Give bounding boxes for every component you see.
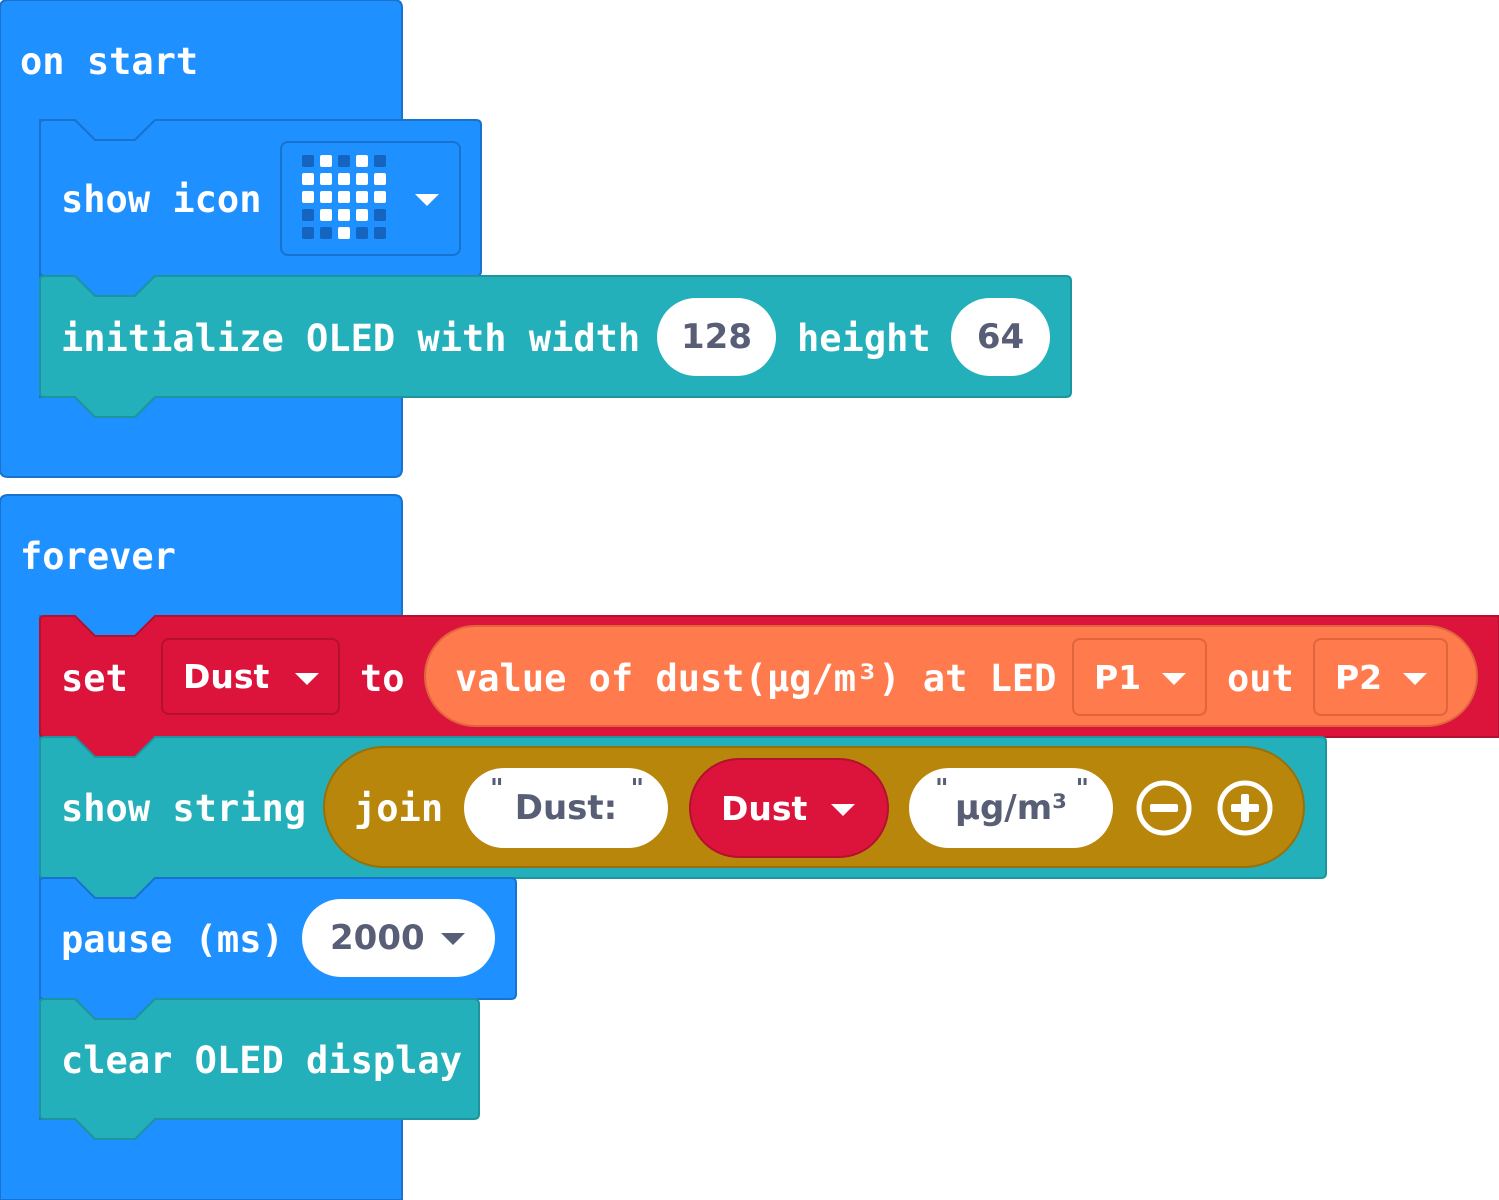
forever-label: forever bbox=[20, 535, 176, 578]
led-cell[interactable] bbox=[302, 227, 314, 239]
init-oled-height-label: height bbox=[797, 317, 931, 360]
led-cell[interactable] bbox=[356, 173, 368, 185]
join-item-1-input[interactable]: " Dust: " bbox=[464, 768, 668, 848]
join-variable-value: Dust bbox=[721, 788, 808, 828]
led-cell[interactable] bbox=[356, 227, 368, 239]
led-cell[interactable] bbox=[320, 173, 332, 185]
clear-oled-block-shape[interactable] bbox=[39, 998, 480, 1140]
join-item-3-value: μg/m³ bbox=[954, 788, 1068, 828]
quote-open-icon: " bbox=[935, 774, 949, 804]
chevron-down-icon bbox=[1162, 673, 1186, 685]
forever-hat-shape[interactable] bbox=[0, 494, 403, 1200]
join-variable-reporter[interactable]: Dust bbox=[689, 758, 889, 858]
led-cell[interactable] bbox=[320, 227, 332, 239]
led-cell[interactable] bbox=[302, 173, 314, 185]
clear-oled-label: clear OLED display bbox=[61, 1039, 462, 1082]
quote-open-icon: " bbox=[490, 774, 504, 804]
led-cell[interactable] bbox=[302, 209, 314, 221]
led-cell[interactable] bbox=[356, 209, 368, 221]
led-cell[interactable] bbox=[320, 155, 332, 167]
out-pin-value: P2 bbox=[1335, 657, 1383, 697]
led-cell[interactable] bbox=[374, 155, 386, 167]
led-cell[interactable] bbox=[320, 191, 332, 203]
chevron-down-icon bbox=[441, 933, 465, 945]
remove-item-icon[interactable] bbox=[1136, 780, 1192, 836]
chevron-down-icon bbox=[831, 804, 855, 816]
out-label: out bbox=[1227, 657, 1294, 700]
led-cell[interactable] bbox=[338, 209, 350, 221]
led-cell[interactable] bbox=[338, 191, 350, 203]
oled-height-input[interactable]: 64 bbox=[951, 298, 1050, 376]
join-item-1-value: Dust: bbox=[514, 788, 618, 828]
pause-duration-value: 2000 bbox=[330, 918, 425, 958]
led-cell[interactable] bbox=[338, 227, 350, 239]
init-oled-label: initialize OLED with width bbox=[61, 317, 641, 360]
led-cell[interactable] bbox=[302, 155, 314, 167]
set-label: set bbox=[61, 657, 128, 700]
led-pin-value: P1 bbox=[1094, 657, 1142, 697]
variable-dropdown[interactable]: Dust bbox=[161, 638, 340, 715]
pause-duration-dropdown[interactable]: 2000 bbox=[302, 899, 495, 977]
icon-picker-dropdown[interactable] bbox=[280, 141, 461, 256]
chevron-down-icon bbox=[1403, 673, 1427, 685]
led-cell[interactable] bbox=[338, 173, 350, 185]
add-item-icon[interactable] bbox=[1217, 780, 1273, 836]
dust-reporter-shape[interactable] bbox=[424, 625, 1478, 727]
quote-close-icon: " bbox=[630, 774, 644, 804]
init-oled-block-shape[interactable] bbox=[39, 275, 1072, 418]
led-cell[interactable] bbox=[374, 209, 386, 221]
chevron-down-icon bbox=[295, 673, 319, 685]
quote-close-icon: " bbox=[1075, 774, 1089, 804]
join-label: join bbox=[354, 787, 444, 830]
show-icon-label: show icon bbox=[61, 178, 262, 221]
led-cell[interactable] bbox=[356, 191, 368, 203]
show-string-label: show string bbox=[61, 787, 307, 830]
led-cell[interactable] bbox=[302, 191, 314, 203]
led-pin-dropdown[interactable]: P1 bbox=[1072, 638, 1207, 716]
to-label: to bbox=[360, 657, 405, 700]
on-start-label: on start bbox=[20, 40, 199, 83]
led-cell[interactable] bbox=[374, 191, 386, 203]
heart-icon bbox=[302, 155, 392, 245]
led-cell[interactable] bbox=[374, 173, 386, 185]
out-pin-dropdown[interactable]: P2 bbox=[1313, 638, 1448, 716]
led-cell[interactable] bbox=[320, 209, 332, 221]
led-cell[interactable] bbox=[356, 155, 368, 167]
dust-value-label: value of dust(μg/m³) at LED bbox=[455, 657, 1057, 700]
oled-width-input[interactable]: 128 bbox=[657, 298, 776, 376]
variable-dropdown-value: Dust bbox=[183, 657, 270, 696]
join-item-3-input[interactable]: " μg/m³ " bbox=[909, 768, 1113, 848]
led-cell[interactable] bbox=[374, 227, 386, 239]
pause-label: pause (ms) bbox=[61, 918, 284, 961]
led-cell[interactable] bbox=[338, 155, 350, 167]
chevron-down-icon bbox=[415, 194, 439, 206]
